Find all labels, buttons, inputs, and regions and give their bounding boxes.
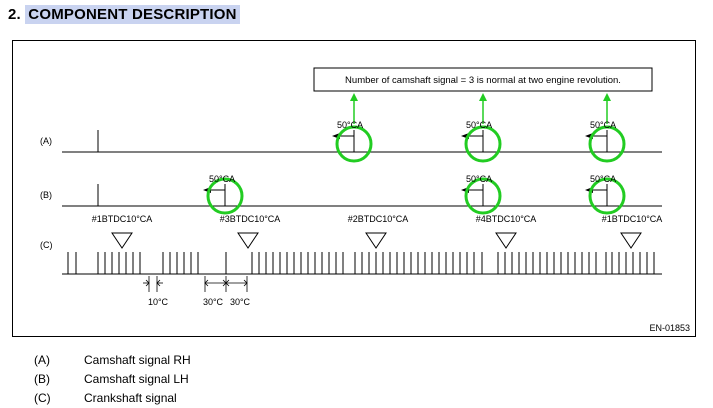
row-key-b: (B) bbox=[40, 190, 52, 200]
legend-key: (A) bbox=[34, 353, 50, 367]
legend: (A) Camshaft signal RH (B) Camshaft sign… bbox=[34, 351, 191, 408]
row-key-a: (A) bbox=[40, 136, 52, 146]
legend-text: Camshaft signal LH bbox=[84, 372, 189, 386]
crank-teeth bbox=[67, 252, 655, 274]
section-number: 2. bbox=[8, 6, 21, 23]
section-heading: 2. COMPONENT DESCRIPTION bbox=[8, 5, 240, 24]
signal-a-pulse-label: 50°CA bbox=[466, 120, 492, 130]
tdc-marker-triangle bbox=[111, 232, 133, 249]
signal-b-pulse-label: 50°CA bbox=[466, 174, 492, 184]
legend-text: Camshaft signal RH bbox=[84, 353, 191, 367]
signal-b-pulse-label: 50°CA bbox=[590, 174, 616, 184]
dimension-markers bbox=[143, 276, 248, 292]
legend-key: (B) bbox=[34, 372, 50, 386]
legend-item: (C) Crankshaft signal bbox=[34, 389, 191, 408]
note-box bbox=[313, 67, 653, 92]
btdc-label: #4BTDC10°CA bbox=[476, 214, 537, 224]
btdc-label: #2BTDC10°CA bbox=[348, 214, 409, 224]
dimension-label-gap: 30°C bbox=[230, 297, 251, 307]
row-key-c: (C) bbox=[40, 240, 53, 250]
tdc-marker-triangle bbox=[237, 232, 259, 249]
signal-a-pulse-label: 50°CA bbox=[590, 120, 616, 130]
signal-a-pulse: 50°CA bbox=[585, 93, 626, 163]
legend-item: (B) Camshaft signal LH bbox=[34, 370, 191, 389]
signal-b-pulses: 50°CA 50°CA 50°CA bbox=[203, 174, 626, 215]
legend-item: (A) Camshaft signal RH bbox=[34, 351, 191, 370]
dimension-label-gap: 30°C bbox=[203, 297, 224, 307]
btdc-label: #3BTDC10°CA bbox=[220, 214, 281, 224]
signal-b-pulse: 50°CA bbox=[585, 174, 626, 215]
signal-a-pulse: 50°CA bbox=[332, 93, 373, 163]
signal-b-pulse-label: 50°CA bbox=[209, 174, 235, 184]
btdc-label: #1BTDC10°CA bbox=[602, 214, 663, 224]
dimension-label-tooth: 10°C bbox=[148, 297, 169, 307]
legend-key: (C) bbox=[34, 391, 51, 405]
btdc-label: #1BTDC10°CA bbox=[92, 214, 153, 224]
diagram-frame bbox=[12, 40, 696, 337]
signal-b-pulse: 50°CA bbox=[461, 174, 502, 215]
tdc-marker-triangle bbox=[620, 232, 642, 249]
signal-a-pulse-label: 50°CA bbox=[337, 120, 363, 130]
figure-code: EN-01853 bbox=[649, 323, 690, 333]
legend-text: Crankshaft signal bbox=[84, 391, 177, 405]
note-text: Number of camshaft signal = 3 is normal … bbox=[345, 75, 621, 86]
tdc-marker-triangle bbox=[495, 232, 517, 249]
section-title: COMPONENT DESCRIPTION bbox=[25, 5, 240, 24]
signal-a-pulse: 50°CA bbox=[461, 93, 502, 163]
signal-a-pulses: 50°CA 50°CA 50°CA bbox=[332, 93, 626, 163]
signal-b-pulse: 50°CA bbox=[203, 174, 244, 215]
tdc-marker-triangle bbox=[365, 232, 387, 249]
